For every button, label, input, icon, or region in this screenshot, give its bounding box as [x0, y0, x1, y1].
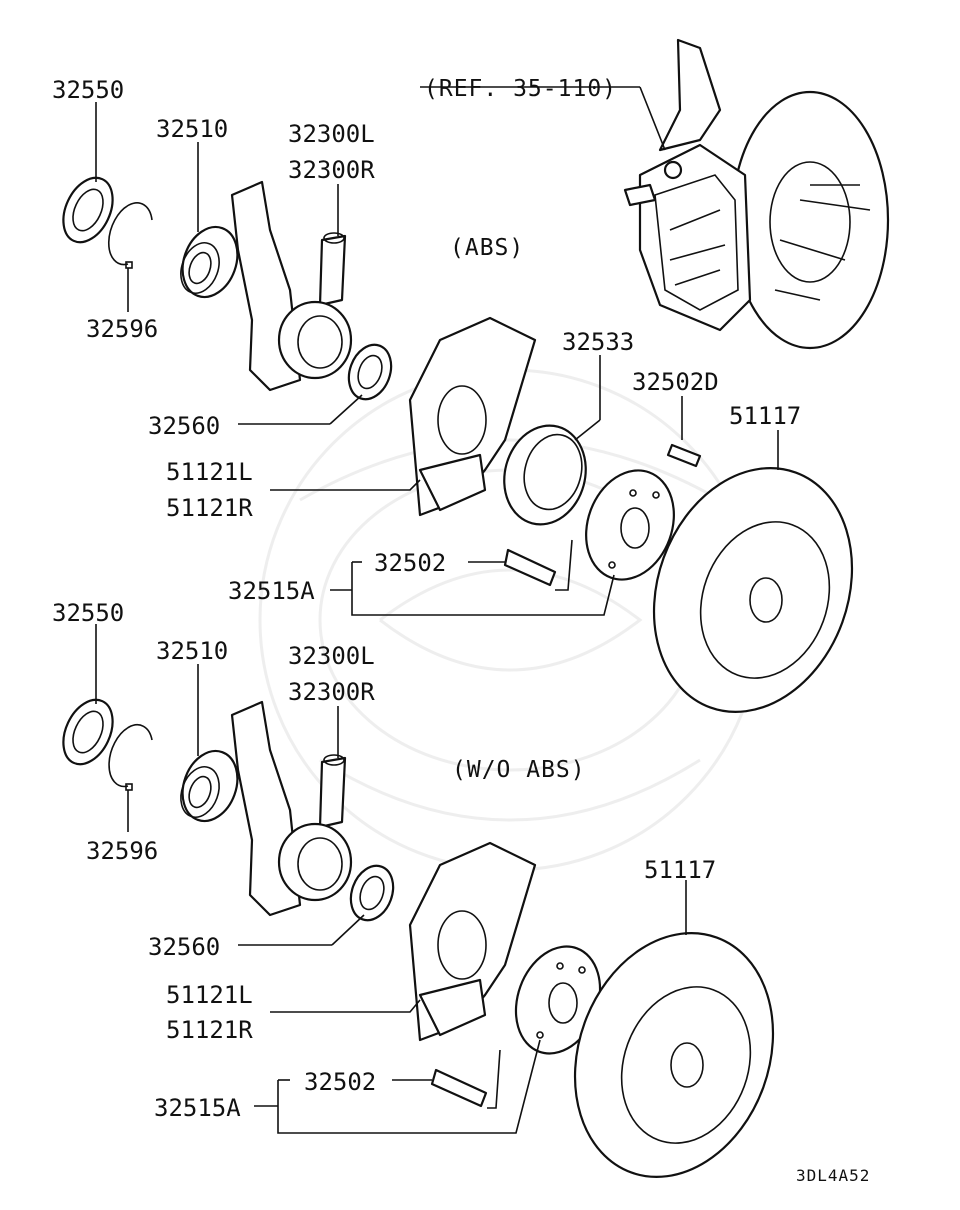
label-51121R-top: 51121R	[166, 494, 253, 522]
hub-bolt-32502-bottom	[430, 1068, 488, 1108]
label-32596-top: 32596	[86, 315, 158, 343]
label-32550-top: 32550	[52, 76, 124, 104]
snap-ring-32596-top	[107, 202, 153, 269]
label-32560-top: 32560	[148, 412, 220, 440]
oil-seal-32550-bottom	[62, 698, 114, 766]
label-32300L-top: 32300L	[288, 120, 375, 148]
brake-disc-51117-top	[652, 467, 854, 713]
hub-32515A-top	[585, 469, 675, 581]
label-32300R-top: 32300R	[288, 156, 375, 184]
caliper-rotor-assembly-reference	[623, 38, 890, 350]
label-32550-bottom: 32550	[52, 599, 124, 627]
brake-disc-51117-bottom	[573, 932, 775, 1178]
label-51121L-top: 51121L	[166, 458, 253, 486]
label-32502-bottom: 32502	[304, 1068, 376, 1096]
label-51121L-bottom: 51121L	[166, 981, 253, 1009]
reference-tag: (REF. 35-110)	[424, 76, 617, 102]
steering-knuckle-32300-bottom	[230, 700, 353, 917]
label-32560-bottom: 32560	[148, 933, 220, 961]
label-32515A-bottom: 32515A	[154, 1094, 241, 1122]
label-32515A-top: 32515A	[228, 577, 315, 605]
leader-lines-bottom	[95, 624, 687, 1134]
label-32596-bottom: 32596	[86, 837, 158, 865]
leader-lines-top	[95, 86, 779, 616]
label-32300R-bottom: 32300R	[288, 678, 375, 706]
abs-sensor-rotor-32533-top	[503, 424, 587, 526]
label-32300L-bottom: 32300L	[288, 642, 375, 670]
label-32502-top: 32502	[374, 549, 446, 577]
section-tag-abs: (ABS)	[450, 235, 524, 261]
oil-seal-32550-top	[62, 176, 114, 244]
label-32510-bottom: 32510	[156, 637, 228, 665]
label-32502D-top: 32502D	[632, 368, 719, 396]
bearing-32510-bottom	[180, 749, 239, 823]
seal-32560-top	[347, 343, 393, 401]
label-51117-bottom: 51117	[644, 856, 716, 884]
bearing-32510-top	[180, 225, 239, 299]
steering-knuckle-32300-top	[230, 180, 353, 392]
hub-bolt-32502-top	[503, 548, 557, 587]
snap-ring-32596-bottom	[108, 723, 153, 791]
label-51121R-bottom: 51121R	[166, 1016, 253, 1044]
section-tag-wo-abs: (W/O ABS)	[452, 757, 586, 783]
label-51117-top: 51117	[729, 402, 801, 430]
dust-shield-51121-top	[408, 316, 537, 517]
label-32510-top: 32510	[156, 115, 228, 143]
diagram-code: 3DL4A52	[796, 1166, 870, 1185]
seal-32560-bottom	[349, 864, 395, 922]
bolt-32502D-top	[666, 443, 702, 468]
label-32533-top: 32533	[562, 328, 634, 356]
dust-shield-51121-bottom	[408, 841, 537, 1042]
